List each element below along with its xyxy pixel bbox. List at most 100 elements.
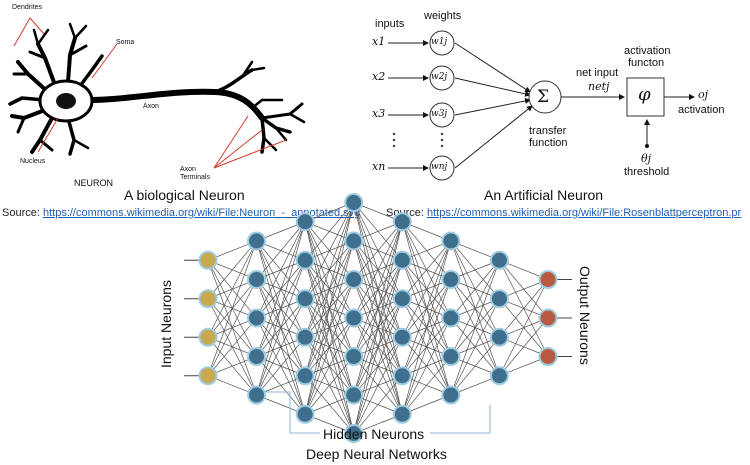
axon-label: Axon xyxy=(143,103,159,110)
connection-line xyxy=(353,221,403,434)
hidden-neuron xyxy=(295,250,315,270)
connection-line xyxy=(256,221,306,396)
hidden-neuron xyxy=(247,385,267,405)
hidden-neuron xyxy=(489,327,509,347)
hidden-neurons-bracket xyxy=(262,391,491,434)
x-var: x2 xyxy=(372,70,386,83)
hidden-neuron xyxy=(344,308,364,328)
bio-source-prefix: Source: xyxy=(2,207,43,219)
connection-line xyxy=(207,240,257,338)
input-neuron xyxy=(198,250,218,270)
output-activation-label: activation xyxy=(678,104,725,116)
threshold-label: threshold xyxy=(624,166,670,178)
connection-line xyxy=(401,240,452,338)
connection-line xyxy=(450,298,500,396)
connection-line xyxy=(450,260,500,357)
connection-line xyxy=(353,221,403,396)
input-neurons-label: Input Neurons xyxy=(158,280,174,368)
inputs-label: inputs xyxy=(375,18,405,30)
hidden-neuron xyxy=(441,231,461,251)
connection-line xyxy=(353,298,403,434)
weight-var: w2j xyxy=(431,72,448,82)
connection-line xyxy=(256,337,306,396)
network-neurons xyxy=(198,193,558,443)
network-caption: Deep Neural Networks xyxy=(306,446,447,462)
activation-function-label-line1: activation xyxy=(624,45,671,57)
connection-line xyxy=(402,240,452,299)
connection-line xyxy=(207,279,257,376)
hidden-neuron xyxy=(247,308,267,328)
hidden-neuron xyxy=(441,308,461,328)
connection-line xyxy=(450,260,500,319)
axon-terminals-label-line1: Axon xyxy=(180,166,196,173)
connection-line xyxy=(353,221,403,319)
transfer-label-line1: transfer xyxy=(529,125,567,137)
connection-line xyxy=(256,260,306,396)
connection-line xyxy=(207,317,257,376)
connection-line xyxy=(401,317,452,415)
hidden-neuron xyxy=(344,347,364,366)
bio-source: Source: https://commons.wikimedia.org/wi… xyxy=(2,207,360,219)
connection-line xyxy=(304,202,355,415)
hidden-neurons-label: Hidden Neurons xyxy=(323,426,425,442)
connection-line xyxy=(256,298,306,396)
connection-line xyxy=(353,337,403,434)
bio-source-link[interactable]: https://commons.wikimedia.org/wiki/File:… xyxy=(42,207,361,219)
net-input-label: net input xyxy=(576,67,619,79)
x-var: x3 xyxy=(372,107,386,120)
sum-symbol: Σ xyxy=(537,87,550,107)
hidden-neuron xyxy=(344,270,364,289)
dendrites-label: Dendrites xyxy=(12,4,42,11)
hidden-neuron xyxy=(247,231,267,251)
hidden-neuron xyxy=(489,289,509,309)
connection-line xyxy=(304,202,355,299)
connection-line xyxy=(304,356,354,415)
art-neuron-caption: An Artificial Neuron xyxy=(484,187,604,203)
hidden-neuron xyxy=(441,347,461,366)
activation-function-label-line2: functon xyxy=(628,57,665,69)
connection-line xyxy=(207,240,257,376)
hidden-neuron xyxy=(247,270,267,289)
axon-terminals-label-line2: Terminals xyxy=(180,174,210,181)
hidden-neuron xyxy=(344,385,364,405)
output-neurons-label: Output Neurons xyxy=(577,266,593,365)
hidden-neuron xyxy=(295,327,315,347)
hidden-neuron xyxy=(295,212,315,232)
connection-line xyxy=(450,337,500,396)
weight-var: wnj xyxy=(431,162,448,172)
bio-neuron-caption: A biological Neuron xyxy=(124,187,245,203)
connection-line xyxy=(450,260,500,396)
connection-line xyxy=(304,202,355,338)
weight-var: w3j xyxy=(431,109,448,119)
connection-line xyxy=(256,221,306,357)
network-connections xyxy=(207,202,549,434)
connection-line xyxy=(304,202,354,261)
hidden-neuron xyxy=(392,366,412,386)
connection-line xyxy=(256,221,306,280)
hidden-neuron xyxy=(489,366,509,386)
phi-symbol: φ xyxy=(638,84,651,105)
artificial-neuron-diagram xyxy=(388,30,695,181)
connection-line xyxy=(304,240,355,415)
connection-line xyxy=(401,240,452,376)
connection-line xyxy=(402,356,452,415)
transfer-label-line2: function xyxy=(529,137,568,149)
connection-line xyxy=(304,279,355,415)
input-neuron xyxy=(198,289,218,309)
connection-line xyxy=(353,221,403,357)
hidden-neuron xyxy=(441,270,461,289)
connection-line xyxy=(353,260,403,434)
connection-line xyxy=(207,240,257,299)
weights-label: weights xyxy=(424,10,462,22)
connection-line xyxy=(304,317,355,415)
hidden-neuron xyxy=(344,193,364,212)
connection-line xyxy=(499,317,549,376)
soma-label: Soma xyxy=(116,39,135,46)
hidden-neuron xyxy=(295,404,315,424)
art-source-link[interactable]: https://commons.wikimedia.org/wiki/File:… xyxy=(426,207,742,219)
neuron-label: NEURON xyxy=(74,178,114,188)
connection-line xyxy=(401,240,452,415)
weight-var: w1j xyxy=(431,37,448,47)
output-neuron xyxy=(538,347,558,366)
